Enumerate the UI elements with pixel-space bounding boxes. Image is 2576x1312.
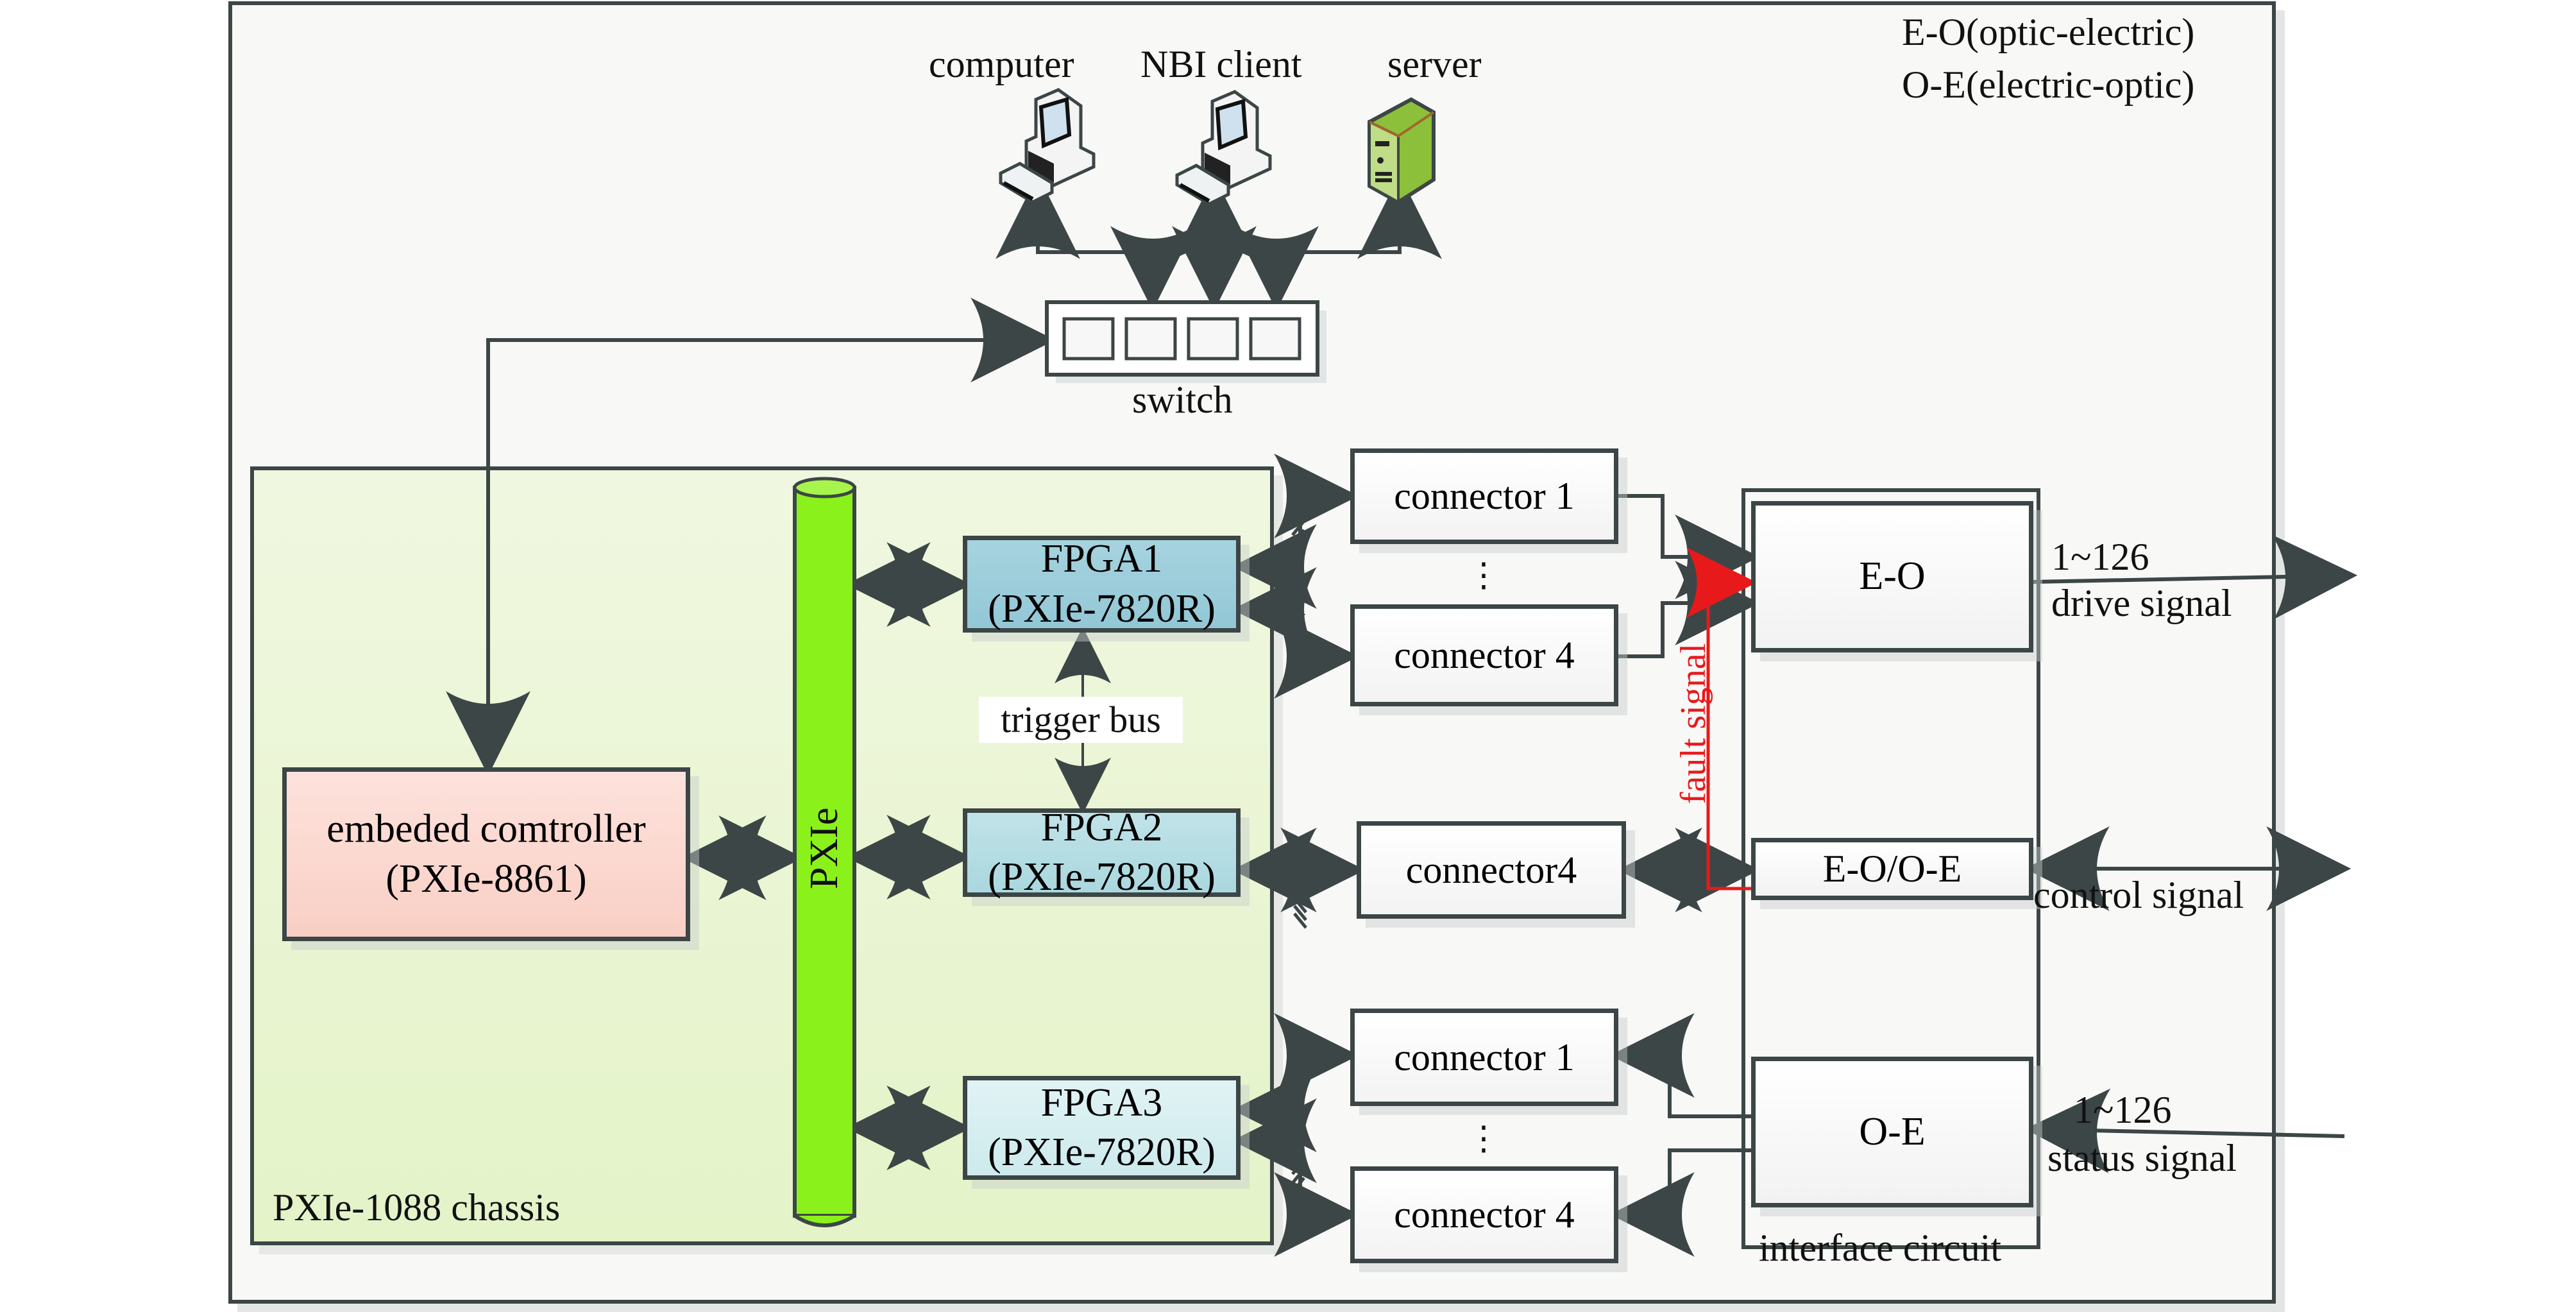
fpga2-box[interactable]: FPGA2 (PXIe-7820R)	[963, 806, 1241, 899]
interface-circuit-label: interface circuit	[1759, 1227, 2002, 1269]
chassis-label: PXIe-1088 chassis	[273, 1186, 561, 1229]
drive-signal-label: drive signal	[2051, 582, 2232, 624]
fault-signal-line	[1686, 547, 1757, 890]
controller-name: embeded comtroller	[326, 807, 646, 851]
computer-icon	[999, 88, 1096, 204]
fpga3-model: (PXIe-7820R)	[988, 1130, 1216, 1174]
fpga2-name: FPGA2	[1040, 805, 1163, 849]
fpga3-box[interactable]: FPGA3 (PXIe-7820R)	[963, 1076, 1241, 1180]
connector-ellipsis-top: ⋮	[1467, 558, 1500, 594]
eooe-label: E-O/O-E	[1822, 848, 1962, 890]
connector-4-top-label: connector 4	[1394, 634, 1575, 676]
bus-width-marks	[1291, 511, 1307, 1193]
oe-block[interactable]: O-E	[1751, 1057, 2033, 1207]
connector-4-bottom-label: connector 4	[1394, 1193, 1575, 1236]
pxie-bus	[793, 477, 856, 1227]
status-range-label: 1~126	[2074, 1089, 2172, 1131]
switch-icon	[1045, 300, 1326, 383]
link-server-switch	[1234, 174, 1442, 311]
connector-4-middle-label: connector4	[1405, 848, 1577, 891]
connector-1-top-label: connector 1	[1394, 475, 1575, 517]
link-fpga1-conn1	[1232, 454, 1359, 609]
fault-signal-label: fault signal	[1674, 643, 1713, 805]
control-signal-label: control signal	[2033, 874, 2244, 916]
connector-1-top[interactable]: connector 1	[1350, 448, 1618, 544]
status-signal-label: status signal	[2047, 1137, 2237, 1179]
nbi-client-icon	[1175, 90, 1272, 206]
link-fpga3-conn4	[1232, 1098, 1359, 1257]
status-signal-arrow	[2024, 1088, 2345, 1173]
nbi-client-label: NBI client	[1140, 43, 1302, 85]
link-oe-conn1	[1609, 1013, 1751, 1118]
connector-4-top[interactable]: connector 4	[1350, 604, 1618, 706]
computer-label: computer	[929, 43, 1074, 85]
connector-ellipsis-bottom: ⋮	[1467, 1121, 1500, 1157]
trigger-bus-label: trigger bus	[979, 697, 1183, 743]
switch-label: switch	[1132, 379, 1233, 421]
connector-1-bottom[interactable]: connector 1	[1350, 1009, 1618, 1106]
eo-label: E-O	[1859, 554, 1926, 599]
connector-4-middle[interactable]: connector4	[1357, 821, 1626, 919]
fpga1-box[interactable]: FPGA1 (PXIe-7820R)	[963, 536, 1241, 633]
embedded-controller[interactable]: embeded comtroller (PXIe-8861)	[282, 767, 690, 941]
connector-4-bottom[interactable]: connector 4	[1350, 1166, 1618, 1263]
legend-eo: E-O(optic-electric)	[1902, 11, 2195, 53]
connector-1-bottom-label: connector 1	[1394, 1035, 1575, 1078]
fpga1-model: (PXIe-7820R)	[988, 586, 1216, 631]
pxie-bus-label: PXIe	[802, 807, 846, 889]
drive-signal-arrow	[2033, 534, 2358, 620]
link-computer-switch	[996, 174, 1195, 311]
link-fpga3-conn1	[1232, 1013, 1359, 1152]
link-conn1-eo	[1618, 494, 1760, 599]
link-switch-controller	[446, 298, 1056, 776]
eooe-block[interactable]: E-O/O-E	[1751, 838, 2033, 900]
fpga1-name: FPGA1	[1040, 537, 1163, 581]
eo-block[interactable]: E-O	[1751, 501, 2033, 652]
drive-range-label: 1~126	[2051, 536, 2149, 578]
link-oe-conn4	[1609, 1148, 1751, 1257]
legend-oe: O-E(electric-optic)	[1902, 64, 2195, 106]
server-icon	[1368, 97, 1436, 205]
controller-model: (PXIe-8861)	[386, 856, 587, 901]
fpga3-name: FPGA3	[1040, 1080, 1163, 1125]
oe-label: O-E	[1859, 1109, 1926, 1154]
fpga2-model: (PXIe-7820R)	[988, 855, 1216, 899]
link-fpga1-conn4	[1232, 567, 1359, 699]
server-label: server	[1387, 43, 1482, 85]
